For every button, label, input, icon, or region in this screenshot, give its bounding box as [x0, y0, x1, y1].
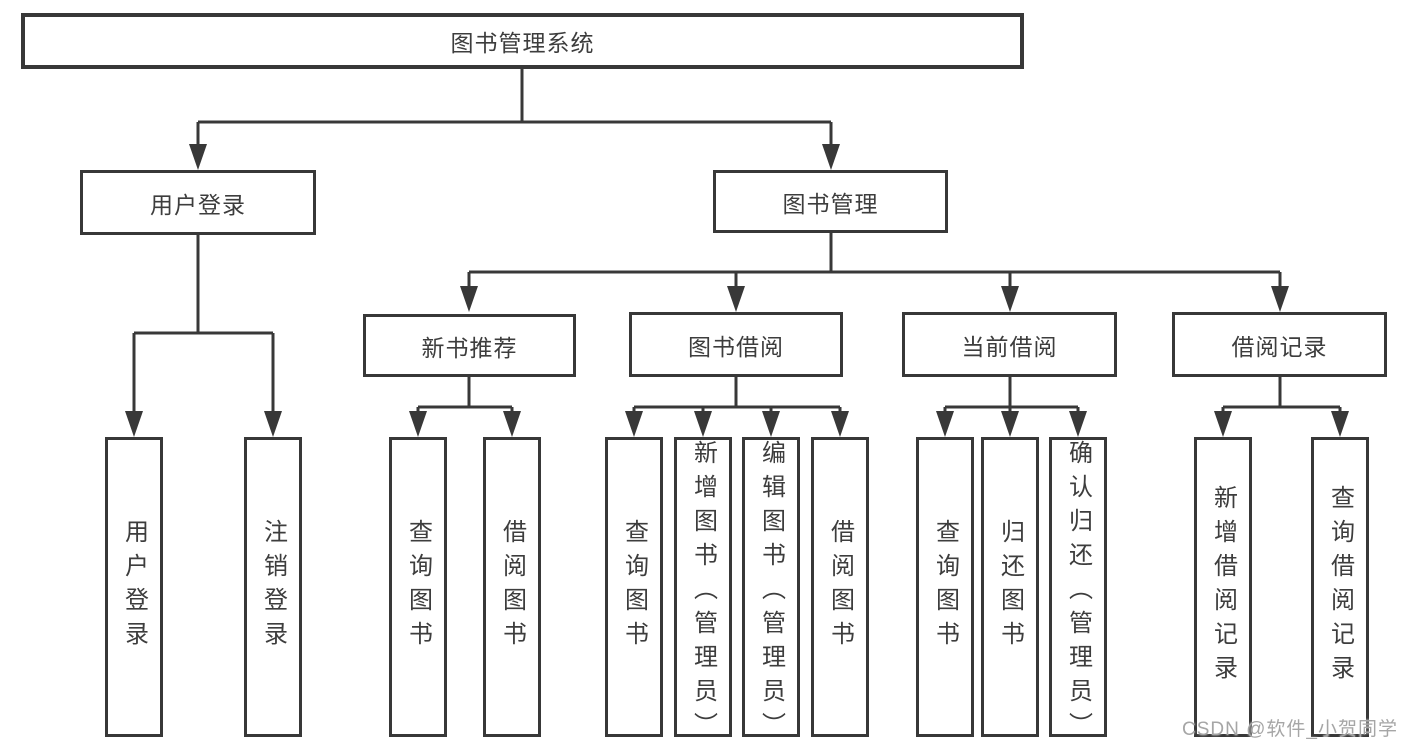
- arrowhead-icon: [1271, 286, 1289, 312]
- arrowhead-icon: [625, 411, 643, 437]
- leaf-return-books: 归还图书: [981, 437, 1039, 737]
- arrowhead-icons: [125, 144, 1349, 437]
- leaf-borrow-books-1: 借阅图书: [483, 437, 541, 737]
- node-borrowing-records: 借阅记录: [1172, 312, 1387, 377]
- node-new-book-recommend: 新书推荐: [363, 314, 576, 377]
- arrowhead-icon: [822, 144, 840, 170]
- leaf-query-books-1: 查询图书: [389, 437, 447, 737]
- leaf-add-borrow-record: 新增借阅记录: [1194, 437, 1252, 737]
- arrowhead-icon: [727, 286, 745, 312]
- arrowhead-icon: [694, 411, 712, 437]
- arrowhead-icon: [1331, 411, 1349, 437]
- arrowhead-icon: [1001, 411, 1019, 437]
- arrowhead-icon: [1069, 411, 1087, 437]
- arrowhead-icon: [1214, 411, 1232, 437]
- leaf-add-books-admin: 新增图书（管理员）: [674, 437, 732, 746]
- node-library-management-system: 图书管理系统: [21, 13, 1024, 69]
- node-book-borrowing: 图书借阅: [629, 312, 843, 377]
- arrowhead-icon: [1001, 286, 1019, 312]
- node-current-borrowing: 当前借阅: [902, 312, 1117, 377]
- arrowhead-icon: [409, 411, 427, 437]
- arrowhead-icon: [264, 411, 282, 437]
- watermark: CSDN @软件_小贺同学: [1182, 719, 1398, 740]
- arrowhead-icon: [460, 286, 478, 312]
- arrowhead-icon: [936, 411, 954, 437]
- leaf-confirm-return-admin: 确认归还（管理员）: [1049, 437, 1107, 746]
- leaf-edit-books-admin: 编辑图书（管理员）: [742, 437, 800, 746]
- leaf-query-books-3: 查询图书: [916, 437, 974, 737]
- arrowhead-icon: [125, 411, 143, 437]
- leaf-query-books-2: 查询图书: [605, 437, 663, 737]
- arrowhead-icon: [189, 144, 207, 170]
- connector-lines: [132, 69, 1342, 414]
- leaf-user-login: 用户登录: [105, 437, 163, 737]
- arrowhead-icon: [762, 411, 780, 437]
- leaf-query-borrow-record: 查询借阅记录: [1311, 437, 1369, 737]
- arrowhead-icon: [831, 411, 849, 437]
- leaf-borrow-books-2: 借阅图书: [811, 437, 869, 737]
- node-user-login: 用户登录: [80, 170, 316, 235]
- node-book-management: 图书管理: [713, 170, 948, 233]
- leaf-logout-login: 注销登录: [244, 437, 302, 737]
- arrowhead-icon: [503, 411, 521, 437]
